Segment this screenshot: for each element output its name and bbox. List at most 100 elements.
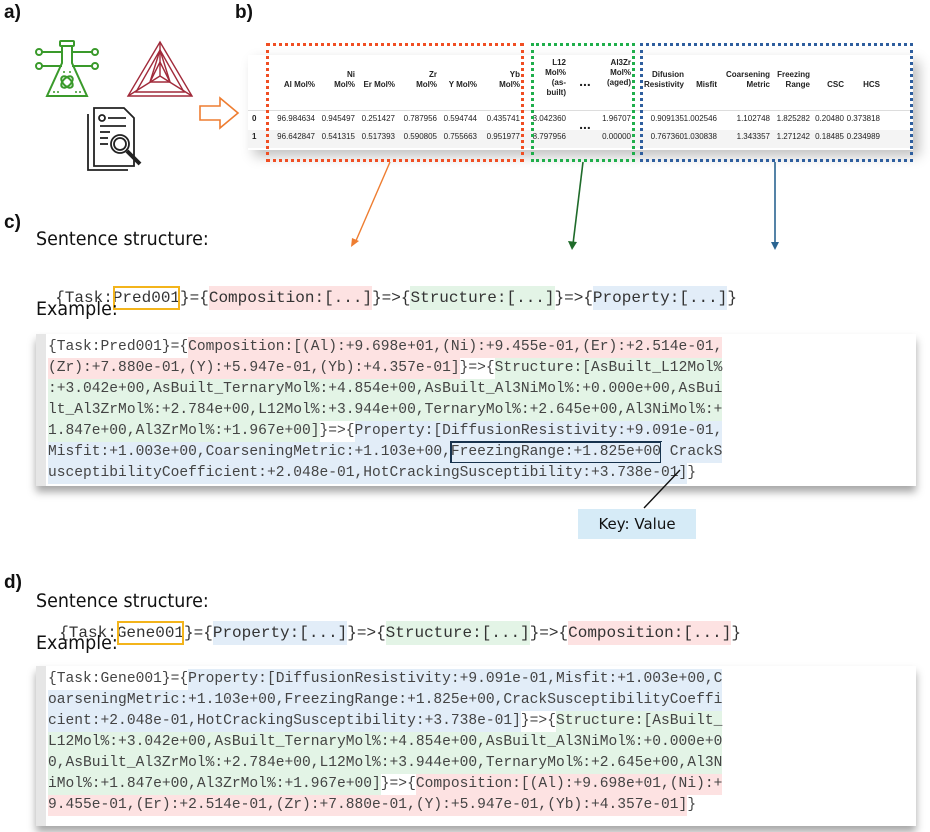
- table-header-cell: Al3Zr: [610, 58, 631, 67]
- example-line: Misfit:+1.003e+00,CoarseningMetric:+1.10…: [46, 441, 916, 464]
- d-task-id-box: Gene001: [116, 621, 185, 645]
- example-line: 0,AsBuilt_Al3ZrMol%:+2.784e+00,L12Mol%:+…: [46, 753, 916, 774]
- c-struct-arrow-1: }=>{: [372, 289, 411, 307]
- table-header-cell: CSC: [827, 80, 844, 89]
- d-composition-segment: Composition:[...]: [568, 621, 732, 645]
- example-line: oarseningMetric:+1.103e+00,FreezingRange…: [46, 690, 916, 711]
- d-struct-suffix: }: [731, 624, 741, 642]
- panel-label-c: c): [4, 212, 21, 233]
- key-value-highlight: FreezingRange:+1.825e+00: [449, 441, 663, 464]
- table-cell: 0.755663: [443, 132, 477, 141]
- delimiter-text: }: [687, 797, 697, 813]
- property-group-box: [640, 43, 913, 162]
- property-text: Property:[DiffusionResistivity:+9.091e-0…: [188, 669, 723, 690]
- property-text: Property:[DiffusionResistivity:+9.091e-0…: [354, 421, 723, 442]
- table-cell: 1.825282: [776, 114, 810, 123]
- c-composition-segment: Composition:[...]: [208, 286, 373, 310]
- table-header-cell: ...: [579, 73, 591, 89]
- table-header-cell: Mol%: [610, 68, 631, 77]
- flask-network-icon: [35, 40, 99, 97]
- key-value-pointer: [643, 469, 681, 509]
- example-line: lt_Al3ZrMol%:+2.784e+00,L12Mol%:+3.944e+…: [46, 400, 916, 421]
- delimiter-text: {Task:Gene001}={: [48, 671, 189, 687]
- d-structure-segment: Structure:[...]: [385, 621, 530, 645]
- table-header-divider: [248, 110, 913, 111]
- table-cell: 96.642847: [277, 132, 315, 141]
- table-header-cell: Yb: [509, 70, 520, 79]
- c-sentence-structure-heading: Sentence structure:: [36, 228, 209, 250]
- c-example-heading: Example:: [36, 298, 118, 320]
- panel-label-d: d): [4, 572, 22, 593]
- table-cell: 0.767360: [650, 132, 684, 141]
- c-task-id-box: Pred001: [112, 286, 181, 310]
- table-cell: 0.20480: [815, 114, 844, 123]
- composition-group-box: [266, 43, 524, 162]
- table-cell: 0.234989: [846, 132, 880, 141]
- delimiter-text: }=>{: [319, 423, 355, 439]
- table-cell: 0.594744: [443, 114, 477, 123]
- c-struct-suffix: }: [727, 289, 737, 307]
- table-cell: 0.541315: [321, 132, 355, 141]
- d-sentence-structure-line: {Task:Gene001}={Property:[...]}=>{Struct…: [40, 597, 741, 645]
- table-header-cell: Mol%: [499, 80, 520, 89]
- structure-text: iMol%:+1.847e+00,Al3ZrMol%:+1.967e+00]: [48, 774, 381, 795]
- example-line: {Task:Pred001}={Composition:[(Al):+9.698…: [46, 337, 916, 358]
- table-header-cell: (aged): [607, 78, 631, 87]
- structure-arrowhead-icon: [568, 241, 577, 250]
- table-cell: 1.96707: [602, 114, 631, 123]
- structure-text: 1.847e+00,Al3ZrMol%:+1.967e+00]: [48, 421, 320, 442]
- table-cell: 0.517393: [361, 132, 395, 141]
- structure-text: Structure:[AsBuilt_: [555, 711, 723, 732]
- right-arrow-icon: [199, 96, 240, 130]
- table-header-cell: Y Mol%: [448, 80, 477, 89]
- c-struct-prefix: {Task:: [55, 289, 113, 307]
- d-sentence-structure-heading: Sentence structure:: [36, 590, 209, 612]
- table-cell: 1.002546: [683, 114, 717, 123]
- table-cell: 1.343357: [736, 132, 770, 141]
- delimiter-text: }=>{: [520, 713, 556, 729]
- panel-label-b: b): [235, 2, 253, 23]
- table-header-cell: (as-: [551, 78, 566, 87]
- c-property-segment: Property:[...]: [592, 286, 728, 310]
- structure-text: Structure:[AsBuilt_L12Mol%: [494, 358, 723, 379]
- table-header-cell: Mol%: [416, 80, 437, 89]
- property-text: usceptibilityCoefficient:+2.048e-01,HotC…: [48, 463, 688, 484]
- table-row-index: 1: [252, 132, 257, 141]
- structure-text: 0,AsBuilt_Al3ZrMol%:+2.784e+00,L12Mol%:+…: [48, 753, 723, 774]
- structure-arrow: [572, 161, 584, 245]
- table-cell: 0.00000: [602, 132, 631, 141]
- table-header-cell: Resistivity: [643, 80, 684, 89]
- structure-text: :+3.042e+00,AsBuilt_TernaryMol%:+4.854e+…: [48, 379, 723, 400]
- example-line: 9.455e-01,(Er):+2.514e-01,(Zr):+7.880e-0…: [46, 795, 916, 816]
- table-header-cell: HCS: [863, 80, 880, 89]
- table-cell: 1.030838: [683, 132, 717, 141]
- example-line: L12Mol%:+3.042e+00,AsBuilt_TernaryMol%:+…: [46, 732, 916, 753]
- d-example-heading: Example:: [36, 632, 118, 654]
- structure-text: lt_Al3ZrMol%:+2.784e+00,L12Mol%:+3.944e+…: [48, 400, 723, 421]
- table-cell: 0.590805: [403, 132, 437, 141]
- delimiter-text: }=>{: [459, 360, 495, 376]
- delimiter-text: }: [687, 465, 697, 481]
- c-example-block: {Task:Pred001}={Composition:[(Al):+9.698…: [36, 334, 916, 486]
- table-cell: 0.251427: [361, 114, 395, 123]
- table-cell: 0.435741: [486, 114, 520, 123]
- table-header-cell: Zr: [429, 70, 437, 79]
- table-header-cell: Misfit: [696, 80, 717, 89]
- example-line: (Zr):+7.880e-01,(Y):+5.947e-01,(Yb):+4.3…: [46, 358, 916, 379]
- table-header-cell: Mol%: [334, 80, 355, 89]
- table-header-cell: Freezing: [777, 70, 810, 79]
- table-header-cell: Mol%: [545, 68, 566, 77]
- table-cell: 3.042360: [532, 114, 566, 123]
- property-text: Misfit:+1.003e+00,CoarseningMetric:+1.10…: [48, 442, 451, 463]
- ternary-phase-diagram-icon: [126, 40, 194, 97]
- c-structure-segment: Structure:[...]: [410, 286, 555, 310]
- property-text: CrackS: [661, 442, 723, 463]
- d-example-block: {Task:Gene001}={Property:[DiffusionResis…: [36, 666, 916, 826]
- table-cell: 0.787956: [403, 114, 437, 123]
- composition-arrowhead-icon: [351, 238, 359, 247]
- d-property-segment: Property:[...]: [212, 621, 348, 645]
- structure-group-box: [531, 43, 635, 162]
- table-cell: 0.909135: [650, 114, 684, 123]
- table-cell: 0.945497: [321, 114, 355, 123]
- table-header-cell: Ni: [347, 70, 355, 79]
